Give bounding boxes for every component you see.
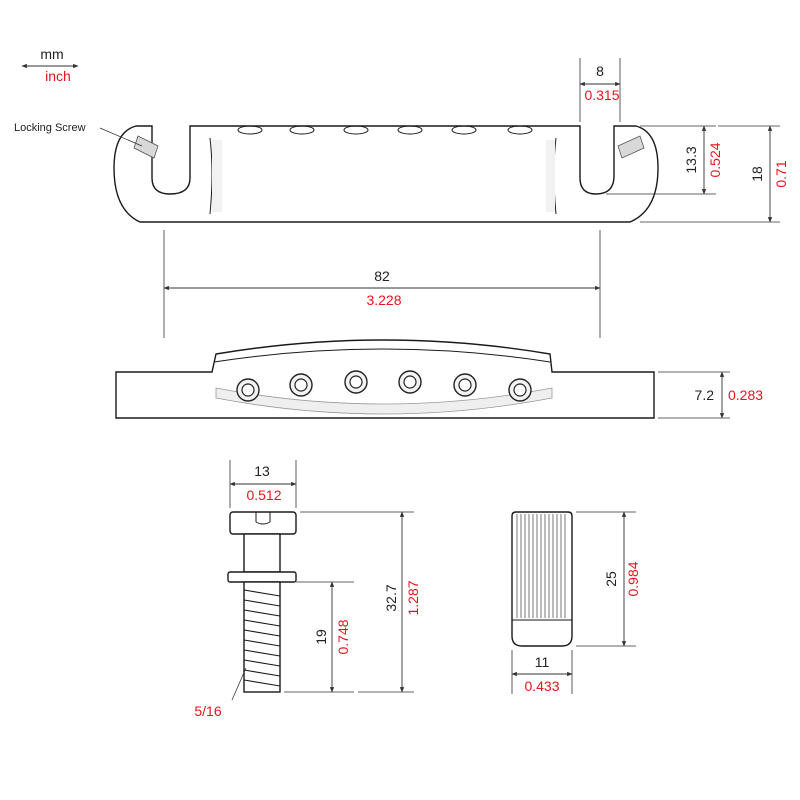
- string-hole-inner: [294, 378, 308, 392]
- slot-depth-inch: 0.524: [707, 142, 723, 177]
- dim-stud-total-length: 32.7 1.287: [300, 511, 421, 693]
- string-holes-side: [236, 370, 532, 402]
- string-hole: [343, 125, 369, 135]
- slot-depth-mm: 13.3: [683, 146, 699, 173]
- string-hole: [289, 125, 315, 135]
- anchor-length-mm: 25: [603, 571, 619, 587]
- dim-body-height: 18 0.71: [640, 125, 789, 223]
- locking-screw-leader: [99, 127, 143, 147]
- anchor-knurling: [516, 514, 566, 618]
- thread-size-label: 5/16: [194, 703, 221, 719]
- anchor-length-inch: 0.984: [625, 561, 641, 596]
- unit-legend: mm inch: [21, 46, 79, 84]
- locking-screw-right: [617, 135, 645, 159]
- string-hole-inner: [513, 383, 527, 397]
- locking-screw-callout: Locking Screw: [14, 122, 143, 147]
- body-shade-right-fill: [546, 140, 555, 212]
- string-holes-top: [237, 125, 533, 135]
- body-height-inch: 0.71: [773, 160, 789, 187]
- string-hole-inner: [241, 383, 255, 397]
- string-hole: [397, 125, 423, 135]
- side-thickness-inch: 0.283: [728, 387, 763, 403]
- body-shade-left-fill: [212, 140, 222, 212]
- anchor-diameter-inch: 0.433: [524, 678, 559, 694]
- stud-neck: [243, 533, 281, 573]
- body-height-mm: 18: [749, 166, 765, 182]
- legend-inch-label: inch: [45, 68, 71, 84]
- total-length-inch: 1.287: [405, 580, 421, 615]
- dim-stud-thread-length: 19 0.748: [284, 581, 354, 693]
- stud-head-width-inch: 0.512: [246, 487, 281, 503]
- stud-threads: [243, 589, 281, 687]
- dim-anchor-length: 25 0.984: [576, 511, 641, 647]
- anchor-diameter-mm: 11: [535, 654, 550, 670]
- thread-length-mm: 19: [313, 629, 329, 645]
- dim-side-thickness: 7.2 0.283: [658, 371, 763, 419]
- dim-stud-head-width: 13 0.512: [229, 460, 297, 508]
- string-hole-inner: [458, 378, 472, 392]
- string-hole: [451, 125, 477, 135]
- body-shade-left: [209, 137, 213, 215]
- stud-slot-bottom: [255, 521, 271, 525]
- locking-screw-label: Locking Screw: [14, 122, 86, 134]
- stud-spacing-mm: 82: [374, 268, 390, 284]
- stud-anchor: [511, 511, 573, 647]
- stud-bolt: [227, 511, 297, 693]
- string-hole: [507, 125, 533, 135]
- thread-callout: 5/16: [194, 667, 247, 719]
- slot-width-mm: 8: [596, 63, 604, 79]
- side-top-edge: [213, 348, 551, 363]
- thread-leader: [231, 667, 247, 701]
- stud-spacing-inch: 3.228: [366, 292, 401, 308]
- tailpiece-side-view: [115, 339, 655, 419]
- string-channel: [215, 387, 553, 415]
- dim-slot-depth: 13.3 0.524: [606, 125, 723, 195]
- legend-mm-label: mm: [40, 46, 63, 62]
- thread-length-inch: 0.748: [335, 619, 351, 654]
- dim-slot-width: 8 0.315: [579, 58, 621, 122]
- dim-stud-spacing: 82 3.228: [163, 230, 601, 338]
- string-hole: [237, 125, 263, 135]
- locking-screw-left: [133, 135, 159, 159]
- stud-head: [229, 511, 297, 535]
- tailpiece-body-top: [113, 125, 659, 223]
- stud-shaft: [243, 581, 281, 693]
- stud-head-width-mm: 13: [254, 463, 270, 479]
- side-thickness-mm: 7.2: [695, 387, 715, 403]
- stud-collar: [227, 571, 297, 583]
- total-length-mm: 32.7: [383, 584, 399, 611]
- dim-anchor-diameter: 11 0.433: [511, 650, 573, 694]
- string-hole-inner: [403, 375, 417, 389]
- tailpiece-top-view: [113, 125, 659, 223]
- slot-width-inch: 0.315: [584, 87, 619, 103]
- string-hole-inner: [349, 375, 363, 389]
